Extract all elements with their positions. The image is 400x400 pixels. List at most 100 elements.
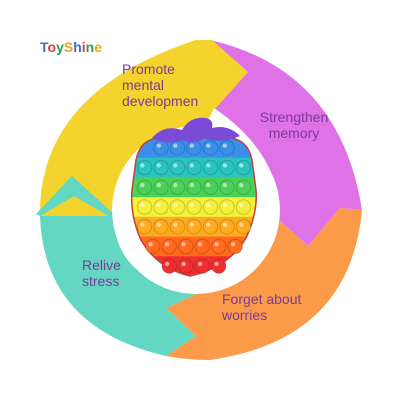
toy-bubble-highlight	[239, 222, 244, 227]
segment-strengthen-memory	[210, 40, 362, 246]
brand-logo: ToyShine	[40, 39, 102, 55]
toy-bubble-highlight	[222, 182, 227, 188]
toy-bubble	[178, 258, 194, 274]
toy-bubble-highlight	[222, 202, 227, 207]
toy-bubble-highlight	[222, 163, 227, 168]
toy-bubble	[211, 258, 227, 274]
logo-letter: i	[82, 39, 86, 55]
toy-bubble	[235, 179, 252, 195]
toy-bubble-highlight	[222, 143, 227, 148]
toy-bubble	[186, 140, 202, 156]
label-line: developmen	[122, 93, 198, 109]
toy-bubble	[194, 258, 210, 274]
toy-color-band	[131, 236, 257, 257]
logo-letter: n	[86, 39, 95, 55]
strawberry-pop-it-toy	[130, 117, 258, 277]
label-line: Promote	[122, 61, 175, 77]
toy-bubble	[219, 219, 235, 235]
toy-bubble-highlight	[173, 202, 178, 207]
arrow-yellow-to-pink	[196, 40, 248, 110]
toy-bubble	[161, 238, 177, 255]
toy-bubble-highlight	[206, 143, 211, 148]
toy-bubble	[186, 159, 202, 176]
toy-bubble-highlight	[189, 182, 194, 188]
toy-bubble-highlight	[181, 261, 186, 267]
logo-letter: h	[73, 39, 82, 55]
toy-bubble-highlight	[148, 242, 153, 247]
toy-bubble	[136, 179, 153, 195]
toy-bubble-highlight	[156, 182, 161, 188]
toy-bubble	[202, 140, 219, 156]
toy-bubble-highlight	[173, 143, 178, 148]
toy-bubble	[136, 159, 153, 176]
label-line: Forget about	[222, 291, 301, 307]
toy-bubble-highlight	[164, 261, 170, 267]
toy-bubble-highlight	[189, 143, 194, 148]
toy-bubble	[235, 159, 252, 176]
toy-bubble	[194, 238, 210, 255]
toy-bubble	[145, 238, 161, 255]
toy-bubble	[169, 219, 186, 235]
label-line: stress	[82, 273, 119, 289]
toy-bubble	[186, 219, 202, 235]
toy-bubble	[161, 258, 177, 274]
toy-bubble-highlight	[214, 242, 219, 247]
toy-outline	[130, 137, 258, 277]
logo-letter: o	[48, 39, 57, 55]
segment-forget-about-worries	[166, 208, 362, 360]
toy-bubble	[202, 159, 219, 176]
toy-bubble	[186, 179, 202, 195]
toy-bubble-highlight	[197, 261, 203, 267]
logo-letter: T	[40, 39, 49, 55]
toy-bubble-highlight	[239, 182, 244, 188]
toy-bubble-highlight	[206, 163, 211, 168]
toy-bubble	[219, 179, 235, 195]
toy-bubble-highlight	[156, 222, 161, 227]
toy-bubble-highlight	[222, 222, 227, 227]
toy-bubble	[202, 199, 219, 215]
toy-bubble	[235, 199, 252, 215]
logo-letter: e	[94, 39, 102, 55]
toy-bubble	[235, 219, 252, 235]
toy-bubble-highlight	[189, 202, 194, 207]
logo-letter: y	[56, 39, 64, 55]
toy-bubble	[169, 159, 186, 176]
toy-bubble-highlight	[239, 163, 244, 168]
toy-bubble-highlight	[230, 242, 236, 247]
toy-bubble	[178, 238, 194, 255]
toy-bubble	[219, 199, 235, 215]
toy-bubble-highlight	[156, 143, 161, 148]
segment-promote-mental-development	[39, 40, 246, 216]
toy-bubble-highlight	[140, 182, 145, 188]
toy-bubble	[153, 219, 169, 235]
toy-bubble	[153, 140, 169, 156]
label-line: mental	[122, 77, 164, 93]
toy-bubble-highlight	[214, 261, 219, 267]
toy-bubble-highlight	[239, 202, 244, 207]
toy-bubble-highlight	[173, 222, 178, 227]
toy-bubble	[153, 179, 169, 195]
toy-bubble	[219, 140, 235, 156]
toy-bubble-highlight	[206, 202, 211, 207]
logo-letter: S	[64, 39, 73, 55]
toy-leaf-cap	[152, 117, 240, 143]
toy-bubble	[219, 159, 235, 176]
toy-bubble	[186, 199, 202, 215]
toy-bubble-highlight	[173, 163, 178, 168]
toy-bubble	[136, 219, 153, 235]
label-line: Strengthen	[260, 109, 329, 125]
toy-bubble-highlight	[197, 242, 203, 247]
toy-bubble	[211, 238, 227, 255]
toy-bubble-highlight	[206, 222, 211, 227]
toy-bubble-highlight	[164, 242, 170, 247]
label-line: worries	[221, 307, 267, 323]
toy-bubble	[202, 219, 219, 235]
toy-bubble	[202, 179, 219, 195]
toy-bubble-highlight	[156, 163, 161, 168]
toy-bubble-highlight	[140, 222, 145, 227]
